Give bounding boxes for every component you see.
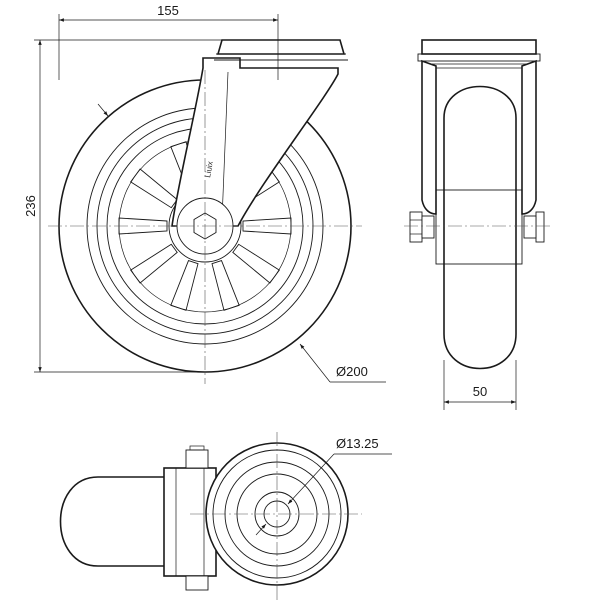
wheel-spoke <box>170 260 199 311</box>
side-axle-nut-left <box>409 211 423 243</box>
dimension-wheel-diameter-label: Ø200 <box>336 364 368 379</box>
dimension-height: 236 <box>23 39 222 373</box>
side-axle-nut-right <box>535 211 545 243</box>
swivel-ring-4 <box>254 491 300 537</box>
bottom-view <box>59 432 362 600</box>
front-view: Liuix <box>48 39 362 384</box>
side-washer-left <box>421 215 435 239</box>
side-top-plate-lower <box>417 53 541 62</box>
bottom-nut-top-cap <box>189 445 205 451</box>
side-fork-left <box>421 59 437 215</box>
side-top-plate <box>421 39 537 55</box>
fork-bracket <box>171 57 339 227</box>
dimension-bore-diameter: Ø13.25 <box>255 436 392 536</box>
dimension-bore-diameter-label: Ø13.25 <box>336 436 379 451</box>
dimension-wheel-diameter: Ø200 <box>97 103 386 383</box>
brand-logo: Liuix <box>203 161 215 179</box>
top-plate <box>216 39 346 55</box>
side-fork-right <box>521 59 537 215</box>
side-wheel <box>443 85 517 370</box>
side-washer-right <box>523 215 537 239</box>
side-view <box>404 39 552 370</box>
bottom-nut-bottom <box>185 575 209 591</box>
dimension-width-label: 155 <box>157 3 179 18</box>
wheel-spoke <box>242 217 292 235</box>
fork-inner-edge <box>221 71 229 221</box>
wheel-spoke <box>232 243 280 284</box>
dimension-wheel-width: 50 <box>443 360 517 410</box>
dimension-height-label: 236 <box>23 195 38 217</box>
wheel-spoke <box>211 260 240 311</box>
bottom-nut-top <box>185 449 209 469</box>
dimension-width: 155 <box>58 3 279 80</box>
dimension-wheel-width-label: 50 <box>473 384 487 399</box>
bottom-wheel <box>59 476 164 567</box>
side-hub <box>435 189 523 265</box>
wheel-spoke <box>118 217 168 235</box>
wheel-spoke <box>130 243 178 284</box>
wheel-spoke <box>130 168 178 209</box>
